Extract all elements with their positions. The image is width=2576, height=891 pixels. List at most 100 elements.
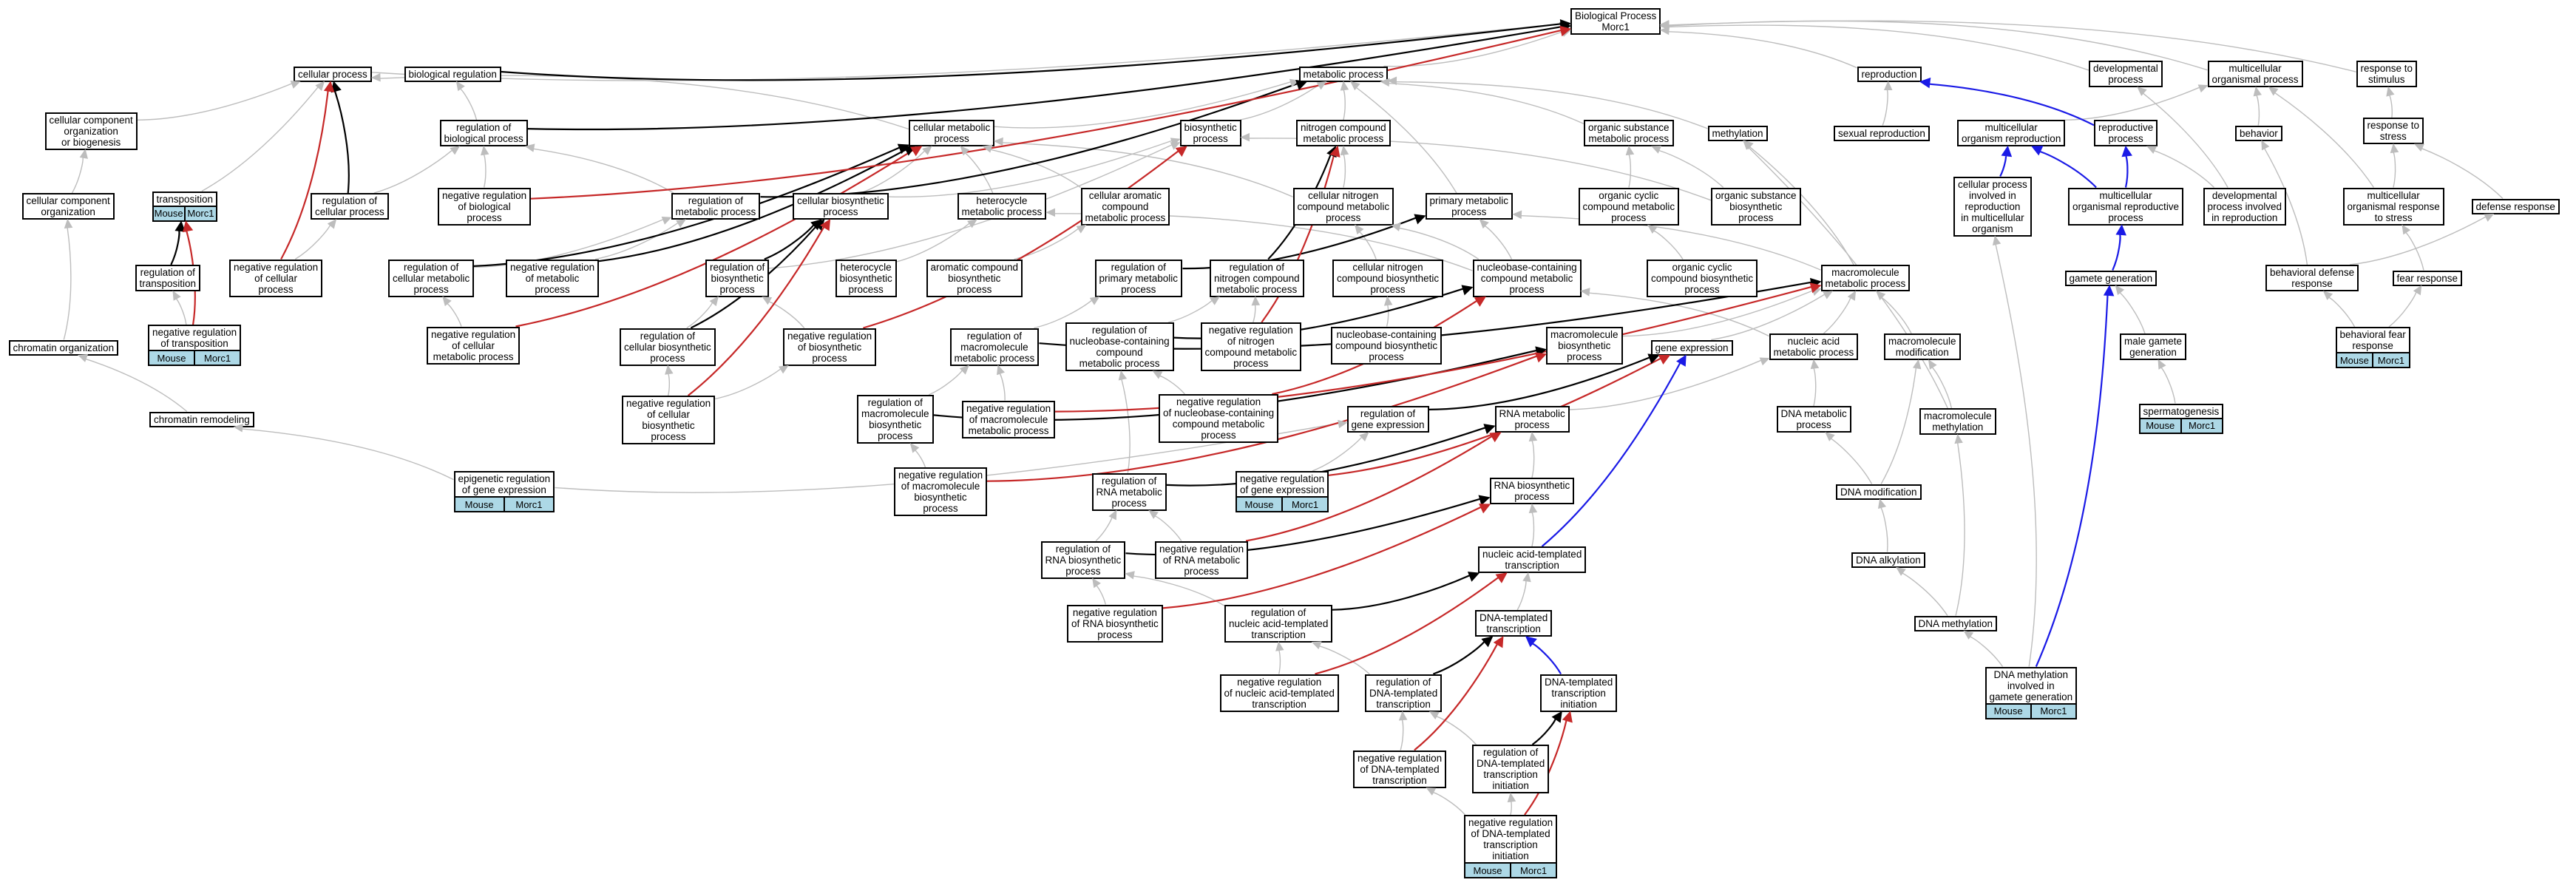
go-term-macromolecule-bp[interactable]: macromolecule biosynthetic process [1546, 326, 1623, 365]
go-term-organic-substance-mp[interactable]: organic substance metabolic process [1584, 120, 1674, 146]
go-term-reg-transposition[interactable]: regulation of transposition [135, 265, 201, 291]
go-term-reg-dna-templated-transcription[interactable]: regulation of DNA-templated transcriptio… [1365, 674, 1443, 712]
go-term-reg-metabolic-process[interactable]: regulation of metabolic process [671, 193, 761, 220]
go-term-multicellular-organismal-process[interactable]: multicellular organismal process [2207, 61, 2303, 87]
go-term-aromatic-compound-bp[interactable]: aromatic compound biosynthetic process [926, 259, 1023, 297]
go-term-behavior[interactable]: behavior [2235, 125, 2282, 141]
go-term-neg-reg-biological-process[interactable]: negative regulation of biological proces… [438, 187, 532, 226]
go-term-organic-cyclic-compound-bp[interactable]: organic cyclic compound biosynthetic pro… [1647, 259, 1758, 297]
go-term-reg-biosynthetic-process[interactable]: regulation of biosynthetic process [705, 259, 770, 297]
go-term-dna-alkylation[interactable]: DNA alkylation [1851, 552, 1925, 568]
go-term-reg-macromolecule-bp[interactable]: regulation of macromolecule biosynthetic… [857, 395, 934, 444]
go-term-neg-reg-macromolecule-mp[interactable]: negative regulation of macromolecule met… [962, 400, 1056, 438]
go-term-cellular-aromatic-cmp[interactable]: cellular aromatic compound metabolic pro… [1080, 187, 1170, 226]
go-term-reg-dna-templated-transcription-initiation[interactable]: regulation of DNA-templated transcriptio… [1472, 745, 1550, 793]
go-term-reg-rna-mp[interactable]: regulation of RNA metabolic process [1091, 472, 1167, 511]
go-term-reg-macromolecule-mp[interactable]: regulation of macromolecule metabolic pr… [949, 328, 1040, 366]
go-term-reg-nucleic-acid-templated-transcription[interactable]: regulation of nucleic acid-templated tra… [1224, 604, 1333, 643]
go-term-macromolecule-methylation[interactable]: macromolecule methylation [1919, 408, 1996, 435]
go-term-macromolecule-mp[interactable]: macromolecule metabolic process [1820, 265, 1911, 291]
go-term-cellular-nitrogen-compound-bp[interactable]: cellular nitrogen compound biosynthetic … [1332, 259, 1444, 297]
go-term-dna-methylation-gamete[interactable]: DNA methylation involved in gamete gener… [1984, 666, 2078, 719]
go-term-reproductive-process[interactable]: reproductive process [2094, 120, 2158, 146]
go-term-nitrogen-compound-mp[interactable]: nitrogen compound metabolic process [1296, 120, 1391, 146]
go-term-male-gamete-generation[interactable]: male gamete generation [2120, 333, 2187, 360]
go-term-organic-substance-bp[interactable]: organic substance biosynthetic process [1711, 187, 1801, 226]
go-term-biosynthetic-process[interactable]: biosynthetic process [1179, 120, 1241, 146]
go-term-heterocycle-bp[interactable]: heterocycle biosynthetic process [835, 259, 897, 297]
go-term-reg-biological-process[interactable]: regulation of biological process [439, 120, 528, 146]
go-term-neg-reg-dna-templated-transcription[interactable]: negative regulation of DNA-templated tra… [1353, 750, 1447, 788]
go-term-primary-metabolic-process[interactable]: primary metabolic process [1425, 193, 1514, 220]
go-term-neg-reg-metabolic-process[interactable]: negative regulation of metabolic process [506, 259, 600, 297]
go-term-dna-templated-transcription[interactable]: DNA-templated transcription [1475, 610, 1553, 637]
go-term-nucleic-acid-templated-transcription[interactable]: nucleic acid-templated transcription [1478, 546, 1587, 573]
go-term-reproduction[interactable]: reproduction [1857, 66, 1922, 82]
go-term-neg-reg-cellular-bp[interactable]: negative regulation of cellular biosynth… [622, 396, 716, 444]
go-term-biological-regulation[interactable]: biological regulation [404, 66, 501, 82]
go-term-epigenetic-reg[interactable]: epigenetic regulation of gene expression… [453, 471, 555, 512]
go-term-behavioral-defense-response[interactable]: behavioral defense response [2265, 265, 2359, 291]
go-term-cco[interactable]: cellular component organization [21, 193, 115, 220]
go-term-neg-reg-rna-mp[interactable]: negative regulation of RNA metabolic pro… [1155, 541, 1249, 579]
go-term-neg-reg-nucleic-acid-templated-transcription[interactable]: negative regulation of nucleic acid-temp… [1219, 674, 1339, 712]
go-term-reg-primary-mp[interactable]: regulation of primary metabolic process [1094, 259, 1183, 297]
go-term-neg-reg-nitrogen-cmp[interactable]: negative regulation of nitrogen compound… [1200, 322, 1302, 371]
go-term-dna-modification[interactable]: DNA modification [1836, 484, 1922, 500]
go-term-reg-rna-bp[interactable]: regulation of RNA biosynthetic process [1040, 541, 1126, 579]
go-term-reg-cellular-process[interactable]: regulation of cellular process [311, 193, 389, 220]
go-term-heterocycle-mp[interactable]: heterocycle metabolic process [957, 193, 1047, 220]
go-term-macromolecule-modification[interactable]: macromolecule modification [1884, 333, 1961, 360]
go-term-neg-reg-dna-templated-transcription-initiation[interactable]: negative regulation of DNA-templated tra… [1464, 815, 1558, 878]
go-term-nucleic-acid-mp[interactable]: nucleic acid metabolic process [1769, 333, 1859, 360]
go-term-bp[interactable]: Biological Process Morc1 [1570, 8, 1661, 35]
go-term-defense-response[interactable]: defense response [2471, 198, 2560, 214]
go-term-chromatin-remodeling[interactable]: chromatin remodeling [149, 411, 254, 427]
go-term-fear-response[interactable]: fear response [2392, 270, 2463, 286]
go-term-cp-involved-repro[interactable]: cellular process involved in reproductio… [1953, 176, 2032, 237]
go-term-reg-gene-expression[interactable]: regulation of gene expression [1346, 406, 1429, 433]
annotation-species: Mouse [2336, 353, 2373, 367]
go-term-reg-cellular-bp[interactable]: regulation of cellular biosynthetic proc… [620, 328, 716, 366]
go-term-gamete-generation[interactable]: gamete generation [2064, 270, 2158, 286]
go-term-response-to-stimulus[interactable]: response to stimulus [2356, 61, 2418, 87]
go-term-neg-reg-cellular-process[interactable]: negative regulation of cellular process [229, 259, 323, 297]
go-term-neg-reg-rna-bp[interactable]: negative regulation of RNA biosynthetic … [1067, 604, 1163, 643]
go-term-neg-reg-cellular-mp[interactable]: negative regulation of cellular metaboli… [427, 326, 521, 365]
go-term-ccob[interactable]: cellular component organization or bioge… [44, 112, 138, 150]
go-term-sexual-reproduction[interactable]: sexual reproduction [1834, 125, 1930, 141]
go-term-dna-methylation[interactable]: DNA methylation [1914, 615, 1998, 631]
go-term-rna-mp[interactable]: RNA metabolic process [1494, 406, 1570, 433]
go-term-methylation[interactable]: methylation [1707, 125, 1768, 141]
go-term-nucleobase-containing-cmp[interactable]: nucleobase-containing compound metabolic… [1472, 259, 1582, 297]
go-term-dna-templated-transcription-initiation[interactable]: DNA-templated transcription initiation [1540, 674, 1618, 712]
go-term-reg-nitrogen-compound-mp[interactable]: regulation of nitrogen compound metaboli… [1210, 259, 1304, 297]
go-term-metabolic-process[interactable]: metabolic process [1298, 66, 1389, 82]
go-term-neg-reg-nucleobase-cmp[interactable]: negative regulation of nucleobase-contai… [1159, 394, 1279, 443]
go-term-neg-reg-macromolecule-bp[interactable]: negative regulation of macromolecule bio… [894, 467, 988, 516]
go-term-organic-cyclic-cmp[interactable]: organic cyclic compound metabolic proces… [1578, 187, 1680, 226]
go-term-neg-reg-bp[interactable]: negative regulation of biosynthetic proc… [783, 328, 877, 366]
go-term-dna-mp[interactable]: DNA metabolic process [1776, 406, 1851, 433]
go-term-response-to-stress[interactable]: response to stress [2362, 118, 2424, 144]
go-term-developmental-process[interactable]: developmental process [2089, 61, 2163, 87]
go-term-cellular-metabolic-process[interactable]: cellular metabolic process [909, 120, 995, 146]
go-term-gene-expression[interactable]: gene expression [1650, 339, 1733, 356]
go-term-multicellular-organismal-repro-process[interactable]: multicellular organismal reproductive pr… [2068, 187, 2184, 226]
go-term-nucleobase-containing-compound-bp[interactable]: nucleobase-containing compound biosynthe… [1331, 326, 1443, 365]
go-term-reg-cellular-mp[interactable]: regulation of cellular metabolic process [388, 259, 475, 297]
go-term-cellular-biosynthetic-process[interactable]: cellular biosynthetic process [793, 193, 889, 220]
go-term-cellular-process[interactable]: cellular process [294, 66, 372, 82]
go-term-multicellular-organism-reproduction[interactable]: multicellular organism reproduction [1957, 120, 2066, 146]
go-term-rna-bp[interactable]: RNA biosynthetic process [1489, 478, 1575, 504]
go-term-reg-nucleobase-cmp[interactable]: regulation of nucleobase-containing comp… [1065, 322, 1174, 371]
go-term-multicellular-organismal-response-stress[interactable]: multicellular organismal response to str… [2342, 187, 2444, 226]
go-term-chromatin-organization[interactable]: chromatin organization [8, 339, 119, 356]
go-term-cellular-nitrogen-cmp[interactable]: cellular nitrogen compound metabolic pro… [1292, 187, 1394, 226]
go-term-dev-process-repro[interactable]: developmental process involved in reprod… [2203, 187, 2287, 226]
